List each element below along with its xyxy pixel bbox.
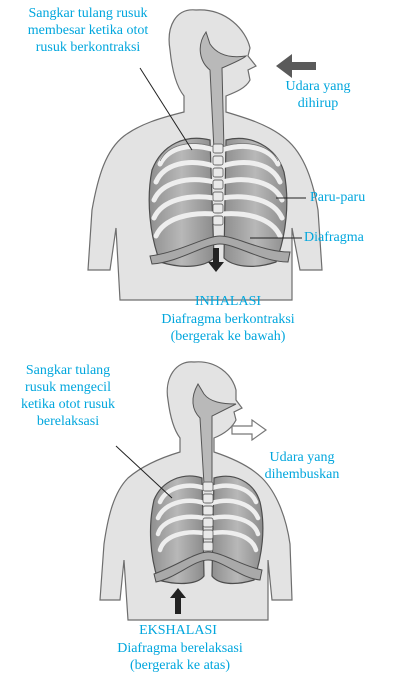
inhalation-caption: Diafragma berkontraksi (bergerak ke bawa… xyxy=(118,311,338,345)
inhalation-spine xyxy=(213,144,223,225)
inhalation-title: INHALASI xyxy=(168,293,288,310)
exhaled-air-arrow xyxy=(232,420,266,440)
diaphragm-label: Diafragma xyxy=(304,229,396,246)
exhalation-caption: Diafragma berelaksasi (bergerak ke atas) xyxy=(70,640,290,674)
lungs-label: Paru-paru xyxy=(310,189,396,206)
inhalation-ribcage-label: Sangkar tulang rusuk membesar ketika oto… xyxy=(2,5,174,56)
exhaled-air-label: Udara yang dihembuskan xyxy=(238,449,366,483)
inhaled-air-arrow xyxy=(276,54,316,78)
inhaled-air-label: Udara yang dihirup xyxy=(258,78,378,112)
exhalation-ribcage-label: Sangkar tulang rusuk mengecil ketika oto… xyxy=(0,362,136,430)
exhalation-title: EKSHALASI xyxy=(118,622,238,639)
